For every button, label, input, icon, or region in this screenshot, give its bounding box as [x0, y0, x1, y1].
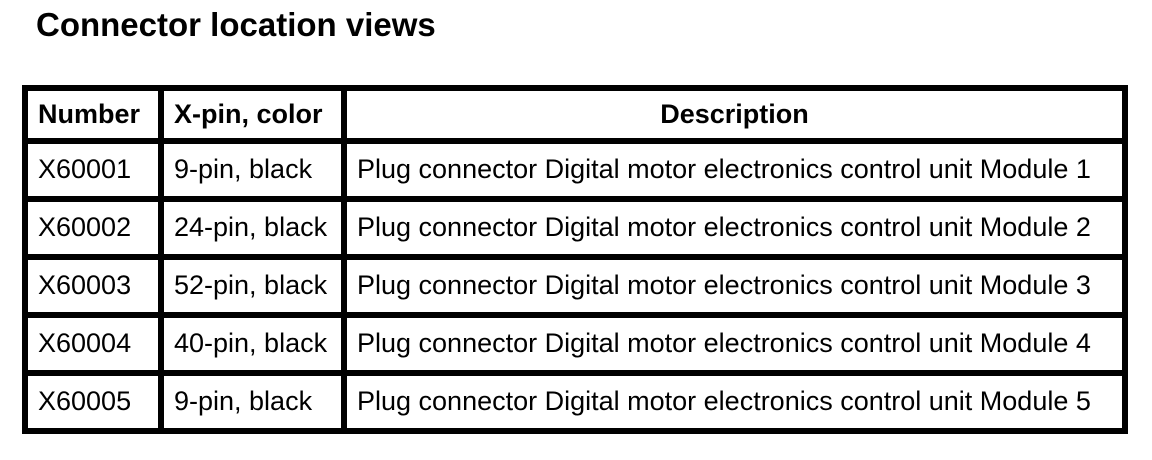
- column-header-pin-color: X-pin, color: [158, 85, 347, 144]
- column-header-number: Number: [22, 85, 164, 144]
- column-header-description: Description: [341, 85, 1128, 144]
- table-row: X60002 24-pin, black Plug connector Digi…: [22, 196, 1128, 260]
- cell-description: Plug connector Digital motor electronics…: [341, 312, 1128, 376]
- table-row: X60005 9-pin, black Plug connector Digit…: [22, 370, 1128, 434]
- cell-description: Plug connector Digital motor electronics…: [341, 370, 1128, 434]
- cell-description: Plug connector Digital motor electronics…: [341, 138, 1128, 202]
- cell-number: X60002: [22, 196, 164, 260]
- cell-description: Plug connector Digital motor electronics…: [341, 254, 1128, 318]
- table-row: X60004 40-pin, black Plug connector Digi…: [22, 312, 1128, 376]
- table-header-row: Number X-pin, color Description: [22, 85, 1128, 144]
- cell-pin-color: 9-pin, black: [158, 138, 347, 202]
- cell-pin-color: 52-pin, black: [158, 254, 347, 318]
- table-row: X60001 9-pin, black Plug connector Digit…: [22, 138, 1128, 202]
- connector-location-table: Number X-pin, color Description X60001 9…: [22, 85, 1128, 434]
- cell-pin-color: 24-pin, black: [158, 196, 347, 260]
- cell-pin-color: 9-pin, black: [158, 370, 347, 434]
- cell-description: Plug connector Digital motor electronics…: [341, 196, 1128, 260]
- cell-number: X60001: [22, 138, 164, 202]
- cell-pin-color: 40-pin, black: [158, 312, 347, 376]
- table-row: X60003 52-pin, black Plug connector Digi…: [22, 254, 1128, 318]
- page-title: Connector location views: [36, 6, 436, 43]
- cell-number: X60004: [22, 312, 164, 376]
- cell-number: X60005: [22, 370, 164, 434]
- cell-number: X60003: [22, 254, 164, 318]
